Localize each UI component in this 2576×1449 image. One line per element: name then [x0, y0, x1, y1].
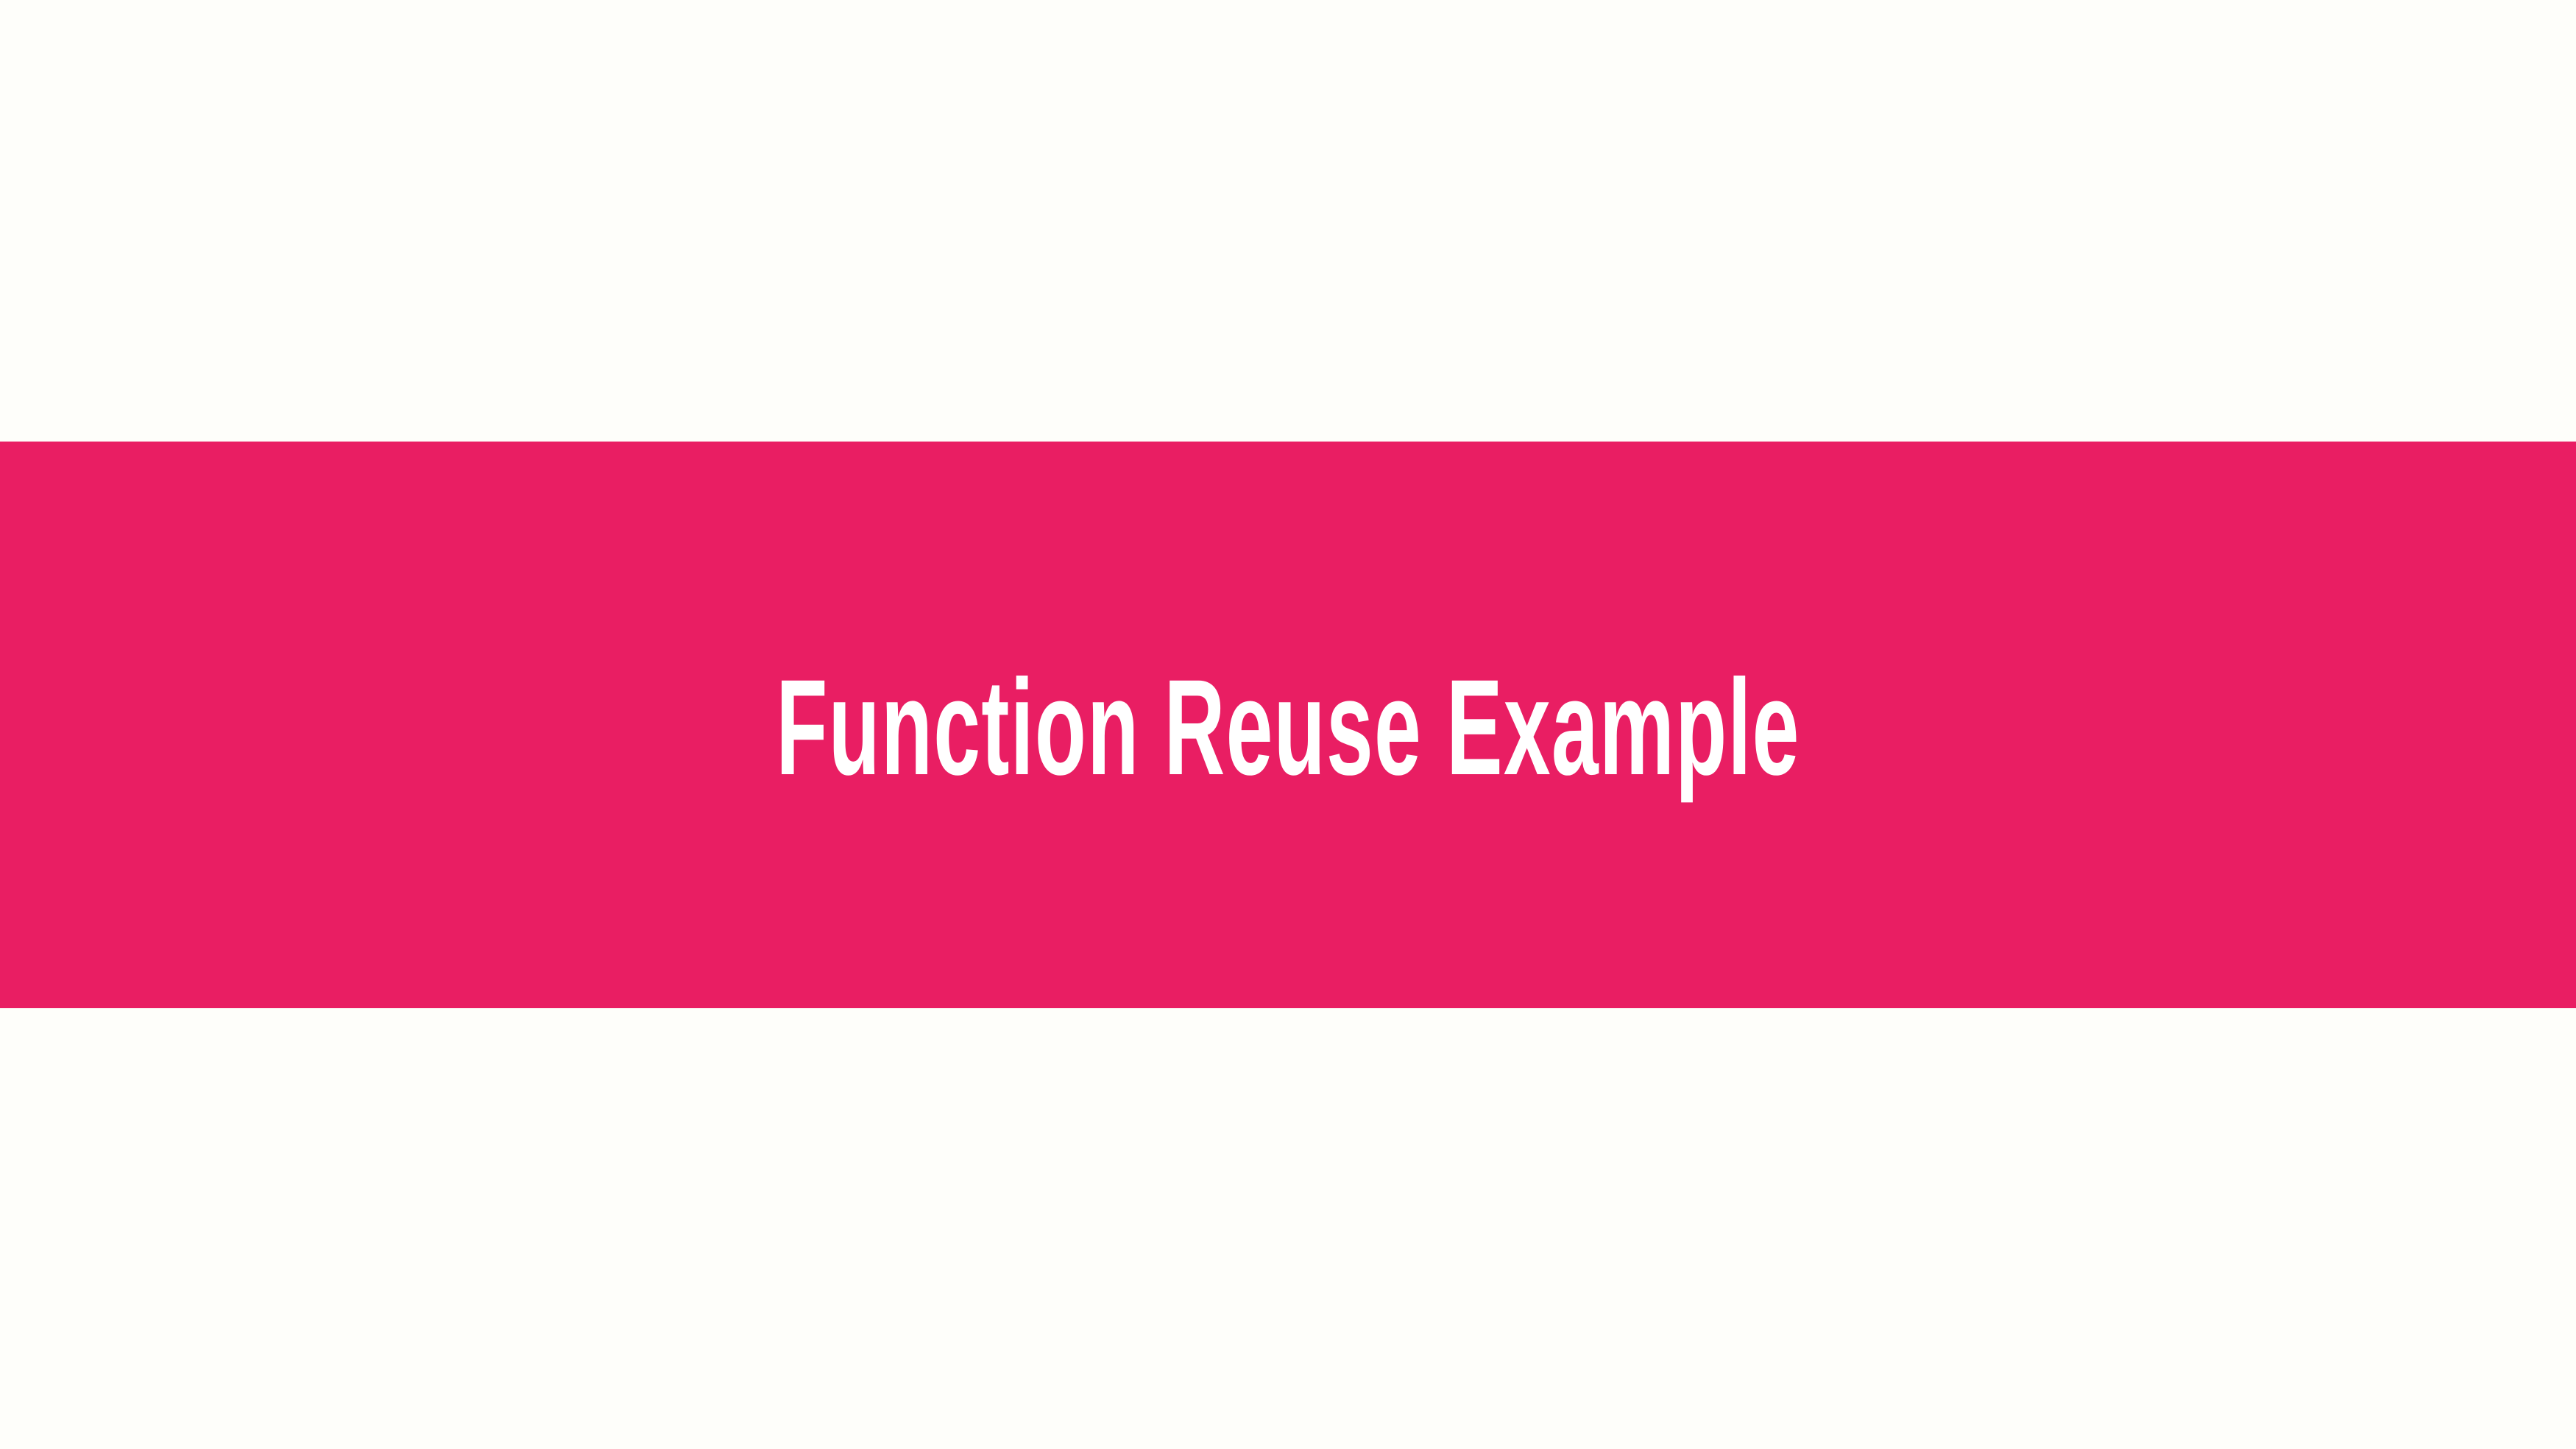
title-band: Function Reuse Example [0, 442, 2576, 1008]
slide-title: Function Reuse Example [776, 651, 1800, 804]
